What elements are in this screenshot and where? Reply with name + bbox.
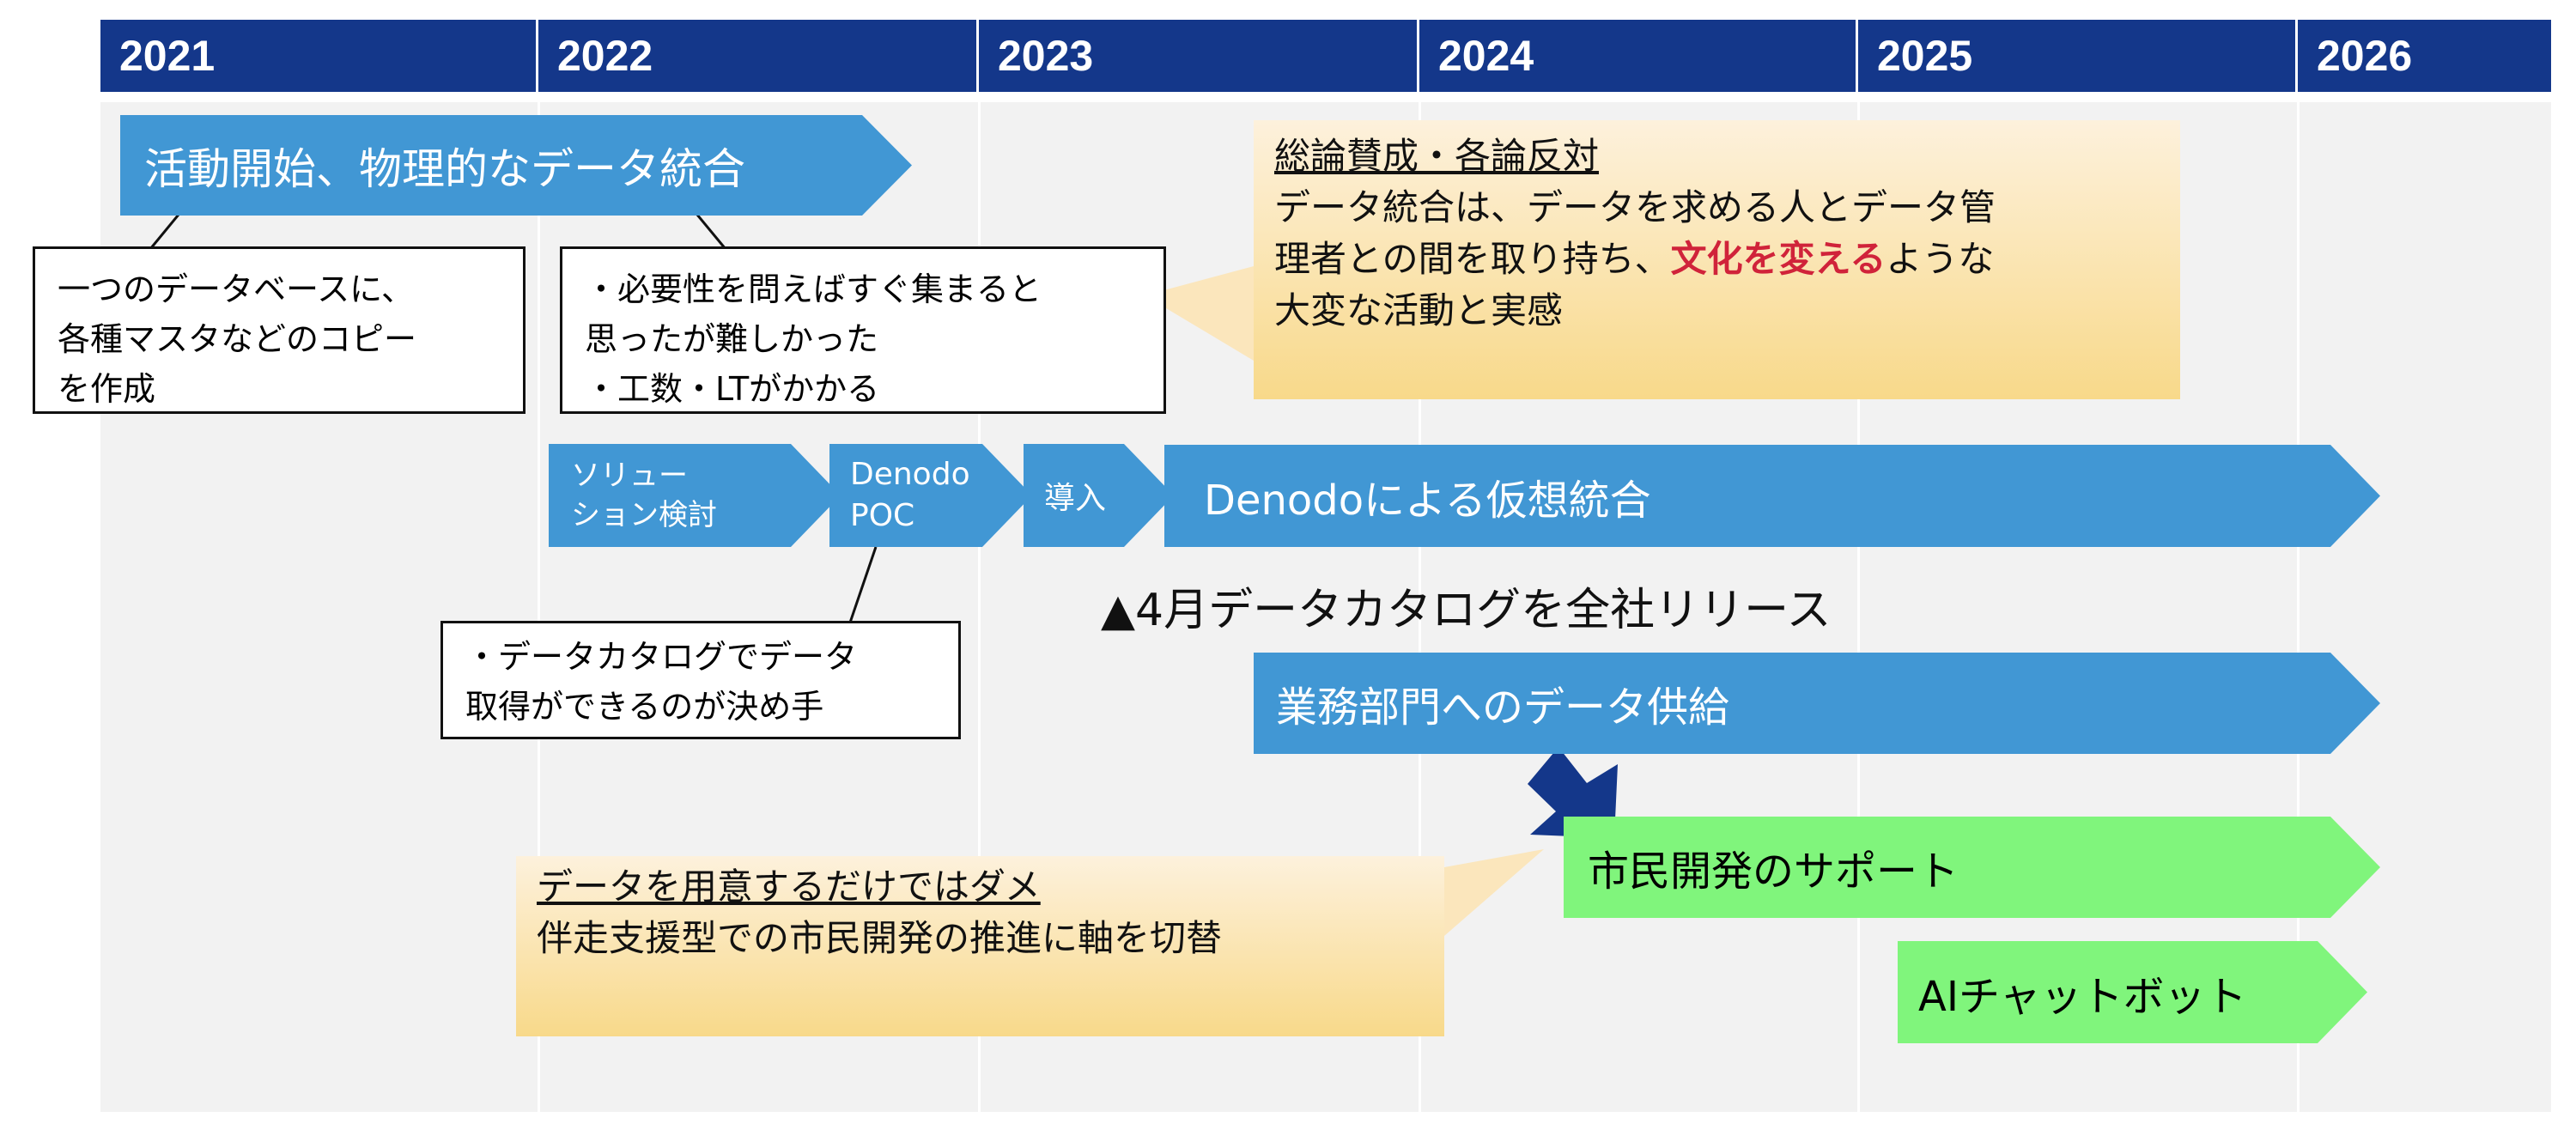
note-database-copy: 一つのデータベースに、各種マスタなどのコピーを作成 [33, 246, 526, 414]
phase-virtual-integration: Denodoによる仮想統合 [1164, 445, 2380, 547]
down-arrow-icon [1528, 747, 1618, 838]
year-2026: 2026 [2317, 32, 2413, 80]
note-catalog-decision: ・データカタログでデータ取得ができるのが決め手 [440, 621, 961, 739]
milestone-catalog-release: ▲4月データカタログを全社リリース [1101, 585, 1832, 636]
year-2025: 2025 [1858, 20, 2298, 92]
year-header: 2021 2022 2023 2024 2025 2026 [100, 20, 2551, 92]
year-2024: 2024 [1419, 20, 1858, 92]
note-difficulties: ・必要性を問えばすぐ集まると思ったが難しかった・工数・LTがかかる [560, 246, 1166, 414]
step-solution-review: ソリューション検討 [549, 444, 841, 547]
year-2021: 2021 [100, 20, 538, 92]
callout-citizen-shift: データを用意するだけではダメ 伴走支援型での市民開発の推進に軸を切替 [516, 856, 1444, 1036]
phase-data-supply: 業務部門へのデータ供給 [1254, 653, 2380, 754]
callout1-pointer [1145, 266, 1254, 361]
phase-ai-chatbot: AIチャットボット [1898, 941, 2367, 1043]
year-2023: 2023 [979, 20, 1419, 92]
callout2-pointer [1444, 849, 1544, 936]
callout-culture-change: 総論賛成・各論反対 データ統合は、データを求める人とデータ管 理者との間を取り持… [1254, 120, 2180, 399]
phase-citizen-development: 市民開発のサポート [1564, 817, 2380, 918]
year-2022: 2022 [538, 20, 979, 92]
phase-physical-integration: 活動開始、物理的なデータ統合 [120, 115, 912, 216]
